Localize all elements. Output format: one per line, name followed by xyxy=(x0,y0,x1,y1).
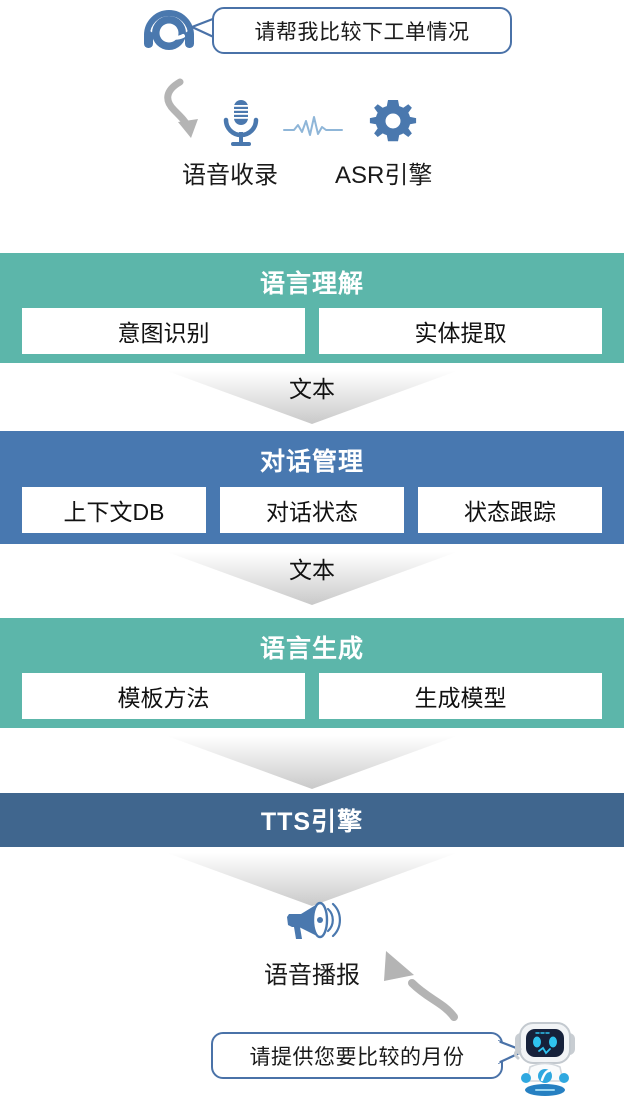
stage-generation-title: 语言生成 xyxy=(259,635,364,663)
stage-box[interactable]: 生成模型 xyxy=(319,673,602,719)
chevron-down-icon xyxy=(167,552,457,605)
stage-understanding: 语言理解 意图识别 实体提取 xyxy=(0,253,624,363)
stage-dialog-title: 对话管理 xyxy=(259,448,364,476)
stage-box[interactable]: 对话状态 xyxy=(220,487,404,533)
stage-language-generation: 语言生成 模板方法 生成模型 xyxy=(0,618,624,728)
user-speech-bubble: 请帮我比较下工单情况 xyxy=(212,7,512,54)
chevron-down-icon xyxy=(167,853,457,906)
stage-box[interactable]: 状态跟踪 xyxy=(418,487,602,533)
stage-generation-boxes: 模板方法 生成模型 xyxy=(0,673,624,719)
user-speech-text: 请帮我比较下工单情况 xyxy=(254,20,470,44)
capture-label-voice: 语音收录 xyxy=(182,162,278,189)
chevron-down-icon xyxy=(167,736,457,789)
stage-box[interactable]: 上下文DB xyxy=(22,487,206,533)
microphone-icon xyxy=(223,100,259,146)
connector-label: 文本 xyxy=(289,376,335,402)
assistant-speech-bubble: 请提供您要比较的月份 xyxy=(211,1032,503,1079)
output-label: 语音播报 xyxy=(264,962,360,989)
stage-dialog-management: 对话管理 上下文DB 对话状态 状态跟踪 xyxy=(0,431,624,544)
stage-dialog-boxes: 上下文DB 对话状态 状态跟踪 xyxy=(0,487,624,533)
audio-waveform-icon xyxy=(283,116,343,136)
stage-box[interactable]: 模板方法 xyxy=(22,673,305,719)
connector-arrow-4 xyxy=(167,850,457,908)
stage-understanding-title: 语言理解 xyxy=(259,270,364,298)
stage-understanding-boxes: 意图识别 实体提取 xyxy=(0,308,624,354)
assistant-speech-text: 请提供您要比较的月份 xyxy=(249,1045,465,1069)
headset-operator-icon xyxy=(144,10,194,50)
chevron-down-icon xyxy=(167,371,457,424)
connector-arrow-2: 文本 xyxy=(167,549,457,607)
robot-assistant-icon xyxy=(513,1022,575,1096)
stage-box[interactable]: 实体提取 xyxy=(319,308,602,354)
stage-tts-engine: TTS引擎 xyxy=(0,793,624,847)
megaphone-icon xyxy=(287,901,341,939)
gear-icon xyxy=(369,100,417,142)
connector-label: 文本 xyxy=(289,557,335,583)
connector-arrow-1: 文本 xyxy=(167,368,457,426)
connector-arrow-3 xyxy=(167,733,457,791)
capture-label-asr: ASR引擎 xyxy=(335,162,433,189)
stage-box[interactable]: 意图识别 xyxy=(22,308,305,354)
curved-arrow-down-icon xyxy=(164,78,198,138)
stage-tts-title: TTS引擎 xyxy=(260,808,364,836)
curved-arrow-up-icon xyxy=(384,951,458,1021)
